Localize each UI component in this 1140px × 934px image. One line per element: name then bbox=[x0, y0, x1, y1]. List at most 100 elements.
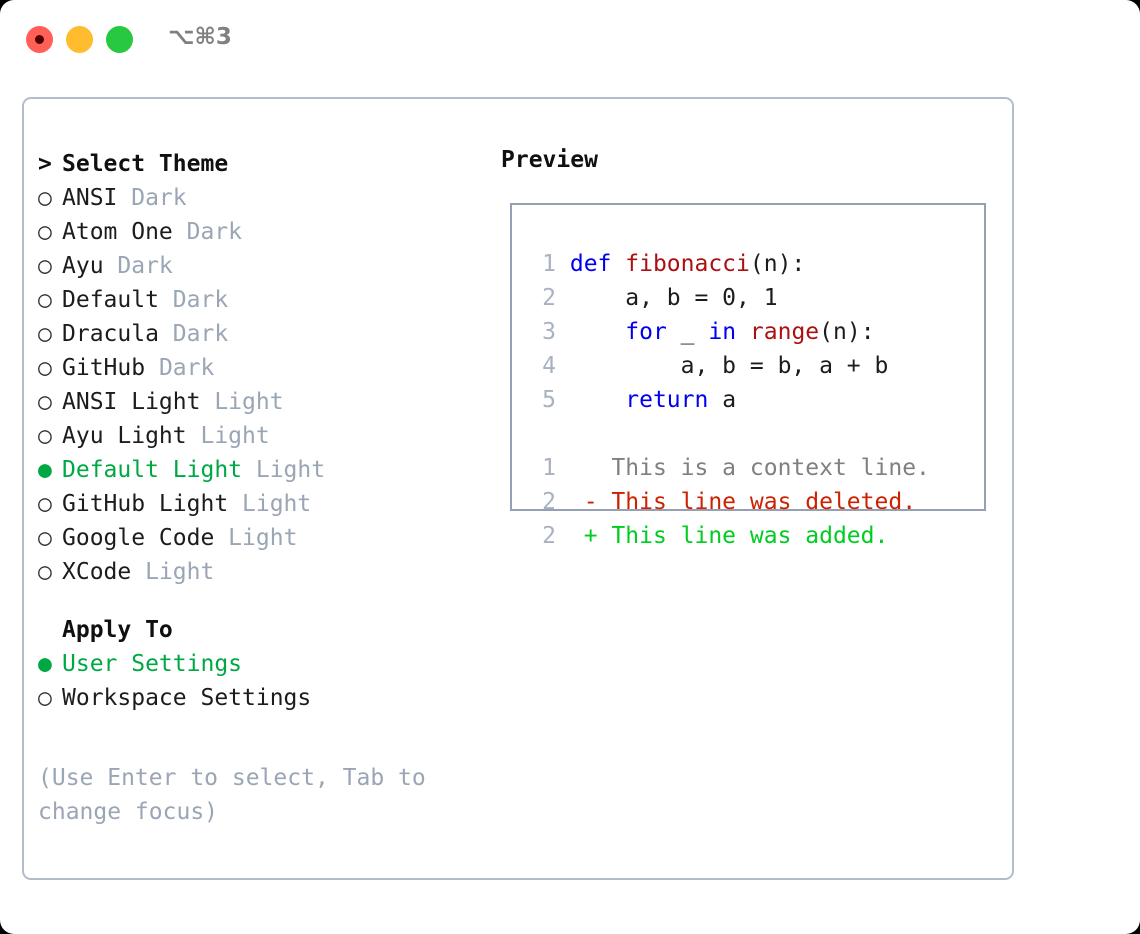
diff-marker bbox=[584, 455, 612, 481]
apply-to-label: Workspace Settings bbox=[62, 685, 312, 711]
theme-variant-tag: Dark bbox=[145, 355, 215, 381]
code-token bbox=[736, 319, 750, 345]
theme-variant-tag: Light bbox=[214, 525, 298, 551]
code-token: (n): bbox=[749, 251, 806, 277]
theme-name: Default bbox=[62, 287, 159, 313]
theme-name: Dracula bbox=[62, 321, 159, 347]
theme-variant-tag: Dark bbox=[117, 185, 187, 211]
theme-name: Atom One bbox=[62, 219, 173, 245]
radio-selected-icon[interactable]: ● bbox=[38, 457, 66, 483]
theme-list-item[interactable]: ○ ANSI Light Light bbox=[38, 385, 488, 419]
code-diff-separator bbox=[530, 417, 930, 451]
radio-selected-icon[interactable]: ● bbox=[38, 651, 66, 677]
line-number: 2 bbox=[542, 285, 556, 311]
code-token bbox=[570, 319, 625, 345]
radio-empty-icon[interactable]: ○ bbox=[38, 685, 66, 711]
code-token bbox=[570, 387, 625, 413]
code-token: return bbox=[625, 387, 709, 413]
maximize-button[interactable] bbox=[106, 26, 133, 53]
line-number: 2 bbox=[542, 523, 556, 549]
theme-list-column: > Select Theme ○ ANSI Dark○ Atom One Dar… bbox=[38, 147, 488, 715]
apply-to-list[interactable]: ● User Settings○ Workspace Settings bbox=[38, 647, 488, 715]
close-icon bbox=[35, 35, 44, 44]
code-token: def bbox=[569, 251, 626, 277]
minimize-button[interactable] bbox=[66, 26, 93, 53]
code-line: 5 return a bbox=[530, 383, 930, 417]
theme-list[interactable]: ○ ANSI Dark○ Atom One Dark○ Ayu Dark○ De… bbox=[38, 181, 488, 589]
apply-to-label: User Settings bbox=[62, 651, 243, 677]
theme-variant-tag: Light bbox=[242, 457, 326, 483]
preview-title: Preview bbox=[501, 147, 598, 173]
theme-name: ANSI Light bbox=[62, 389, 201, 415]
theme-list-item[interactable]: ○ ANSI Dark bbox=[38, 181, 488, 215]
code-line: 4 a, b = b, a + b bbox=[530, 349, 930, 383]
theme-variant-tag: Dark bbox=[158, 287, 229, 313]
apply-to-item[interactable]: ● User Settings bbox=[38, 647, 488, 681]
theme-name: Default Light bbox=[62, 457, 243, 483]
diff-text: This line was deleted. bbox=[611, 489, 917, 515]
radio-empty-icon[interactable]: ○ bbox=[38, 253, 66, 279]
line-number: 3 bbox=[542, 319, 556, 345]
code-token: _ bbox=[666, 319, 709, 345]
code-line: 3 for _ in range(n): bbox=[530, 315, 930, 349]
code-token: a, b = b, a + b bbox=[569, 353, 889, 379]
theme-list-item[interactable]: ○ Google Code Light bbox=[38, 521, 488, 555]
radio-empty-icon[interactable]: ○ bbox=[38, 559, 66, 585]
theme-name: ANSI bbox=[62, 185, 118, 211]
title-bar: ⌥⌘3 bbox=[0, 0, 1140, 78]
theme-name: Ayu Light bbox=[62, 423, 187, 449]
theme-variant-tag: Dark bbox=[103, 253, 173, 279]
theme-list-item[interactable]: ○ Default Dark bbox=[38, 283, 488, 317]
line-number: 1 bbox=[542, 455, 556, 481]
radio-empty-icon[interactable]: ○ bbox=[38, 321, 66, 347]
line-number: 4 bbox=[542, 353, 556, 379]
select-theme-label: Select Theme bbox=[62, 151, 229, 177]
theme-list-item[interactable]: ● Default Light Light bbox=[38, 453, 488, 487]
theme-list-item[interactable]: ○ XCode Light bbox=[38, 555, 488, 589]
theme-name: GitHub bbox=[62, 355, 146, 381]
theme-variant-tag: Dark bbox=[172, 219, 243, 245]
line-number: 2 bbox=[542, 489, 556, 515]
code-token: a bbox=[708, 387, 737, 413]
diff-line: 2 + This line was added. bbox=[530, 519, 930, 553]
keyboard-hint: (Use Enter to select, Tab to change focu… bbox=[38, 765, 440, 825]
radio-empty-icon[interactable]: ○ bbox=[38, 491, 66, 517]
theme-list-item[interactable]: ○ GitHub Light Light bbox=[38, 487, 488, 521]
line-number: 5 bbox=[542, 387, 556, 413]
code-token: a, b = 0, 1 bbox=[569, 285, 778, 311]
apply-to-item[interactable]: ○ Workspace Settings bbox=[38, 681, 488, 715]
radio-empty-icon[interactable]: ○ bbox=[38, 355, 66, 381]
diff-marker: + bbox=[583, 523, 612, 549]
code-line: 2 a, b = 0, 1 bbox=[530, 281, 930, 315]
radio-empty-icon[interactable]: ○ bbox=[38, 525, 66, 551]
radio-empty-icon[interactable]: ○ bbox=[38, 389, 66, 415]
theme-list-item[interactable]: ○ Ayu Dark bbox=[38, 249, 488, 283]
theme-variant-tag: Light bbox=[200, 389, 284, 415]
theme-list-item[interactable]: ○ Dracula Dark bbox=[38, 317, 488, 351]
code-token: fibonacci bbox=[625, 251, 750, 277]
select-theme-header: > Select Theme bbox=[38, 147, 488, 181]
theme-list-item[interactable]: ○ GitHub Dark bbox=[38, 351, 488, 385]
theme-variant-tag: Light bbox=[228, 491, 312, 517]
radio-empty-icon[interactable]: ○ bbox=[38, 185, 66, 211]
theme-variant-tag: Dark bbox=[158, 321, 229, 347]
radio-empty-icon[interactable]: ○ bbox=[38, 287, 66, 313]
theme-list-item[interactable]: ○ Atom One Dark bbox=[38, 215, 488, 249]
theme-name: Ayu bbox=[62, 253, 104, 279]
apply-to-header: Apply To bbox=[62, 617, 173, 643]
diff-line: 2 - This line was deleted. bbox=[530, 485, 930, 519]
radio-empty-icon[interactable]: ○ bbox=[38, 219, 66, 245]
code-line: 1 def fibonacci(n): bbox=[530, 247, 930, 281]
theme-variant-tag: Light bbox=[131, 559, 215, 585]
line-number: 1 bbox=[542, 251, 556, 277]
theme-name: XCode bbox=[62, 559, 132, 585]
diff-text: This is a context line. bbox=[611, 455, 930, 481]
code-token: in bbox=[708, 319, 737, 345]
radio-empty-icon[interactable]: ○ bbox=[38, 423, 66, 449]
theme-name: GitHub Light bbox=[62, 491, 229, 517]
theme-name: Google Code bbox=[62, 525, 215, 551]
theme-list-item[interactable]: ○ Ayu Light Light bbox=[38, 419, 488, 453]
